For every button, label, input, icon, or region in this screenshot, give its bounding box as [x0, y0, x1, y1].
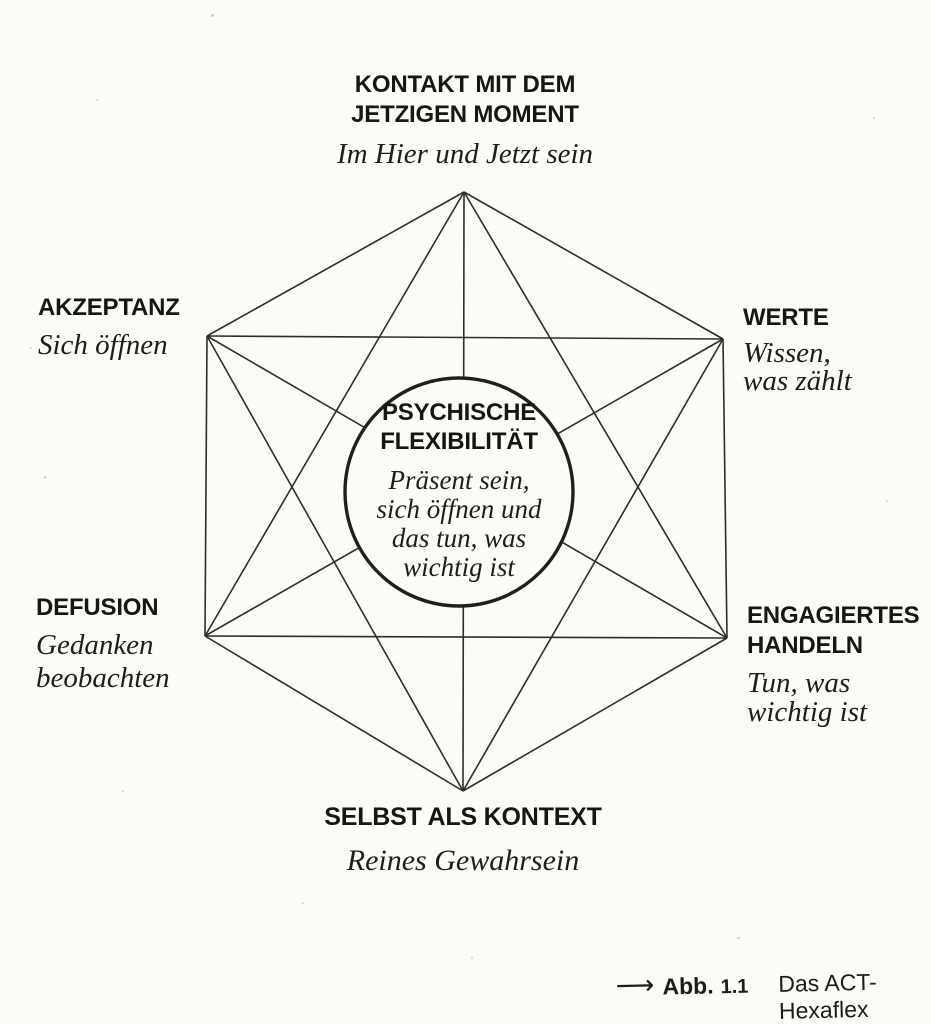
- hexagon-edge: [722, 338, 728, 639]
- scan-speck: [44, 476, 46, 479]
- caption-label: Abb.: [662, 972, 714, 1000]
- hexagon-edge: [462, 637, 728, 792]
- hexagon-edge: [204, 635, 464, 792]
- center-circle: [343, 376, 575, 608]
- node-engagiertes-handeln: ENGAGIERTES HANDELN Tun, was wichtig ist: [747, 601, 927, 727]
- hexagon-edge: [206, 191, 465, 337]
- node-defusion: DEFUSION Gedanken beobachten: [36, 593, 236, 695]
- node-subtitle: Tun, was wichtig ist: [747, 667, 868, 728]
- star-diagonal: [204, 635, 728, 639]
- node-title: SELBST ALS KONTEXT: [324, 803, 602, 831]
- hexagon-edges: [204, 191, 728, 792]
- node-title: ENGAGIERTES HANDELN: [747, 602, 920, 659]
- node-subtitle: Gedanken beobachten: [36, 629, 170, 694]
- node-title: WERTE: [743, 304, 829, 331]
- hexagon-edge: [463, 191, 724, 340]
- scan-speck: [302, 902, 304, 904]
- scan-speck: [30, 347, 32, 349]
- star-diagonal: [206, 335, 464, 792]
- center-subtitle: Präsent sein, sich öffnen und das tun, w…: [376, 465, 542, 582]
- center-title: PSYCHISCHE FLEXIBILITÄT: [380, 399, 538, 455]
- node-title: KONTAKT MIT DEM JETZIGEN MOMENT: [351, 71, 579, 128]
- hexagon-edge: [204, 335, 208, 637]
- node-subtitle: Im Hier und Jetzt sein: [336, 138, 594, 170]
- star-diagonal: [462, 338, 724, 792]
- node-title: DEFUSION: [36, 594, 159, 621]
- center-label: PSYCHISCHE FLEXIBILITÄT Präsent sein, si…: [339, 398, 579, 582]
- scan-speck: [211, 14, 214, 17]
- scan-speck: [873, 117, 875, 119]
- figure-caption: ⟶ Abb. 1.1 Das ACT-Hexaflex: [615, 964, 931, 1024]
- scan-speck: [122, 790, 124, 792]
- node-subtitle: Reines Gewahrsein: [346, 844, 580, 877]
- node-title: AKZEPTANZ: [38, 294, 180, 321]
- star-diagonal: [204, 191, 465, 637]
- scan-speck: [471, 957, 473, 959]
- star-diagonals: [204, 191, 728, 792]
- star-diagonal: [463, 191, 728, 639]
- caption-text: Das ACT-Hexaflex: [778, 968, 878, 1024]
- scan-speck: [96, 99, 98, 101]
- scan-speck: [886, 500, 888, 502]
- node-kontakt-mit-dem-jetzigen-moment: KONTAKT MIT DEM JETZIGEN MOMENT Im Hier …: [265, 70, 665, 171]
- node-akzeptanz: AKZEPTANZ Sich öffnen: [38, 293, 238, 362]
- node-selbst-als-kontext: SELBST ALS KONTEXT Reines Gewahrsein: [263, 802, 663, 877]
- node-subtitle: Wissen, was zählt: [743, 337, 852, 397]
- caption-number: 1.1: [720, 975, 749, 999]
- scan-speck: [737, 937, 740, 939]
- node-subtitle: Sich öffnen: [38, 329, 168, 361]
- arrow-right-icon: ⟶: [615, 969, 655, 1002]
- star-diagonal: [206, 335, 724, 340]
- node-werte: WERTE Wissen, was zählt: [743, 303, 923, 397]
